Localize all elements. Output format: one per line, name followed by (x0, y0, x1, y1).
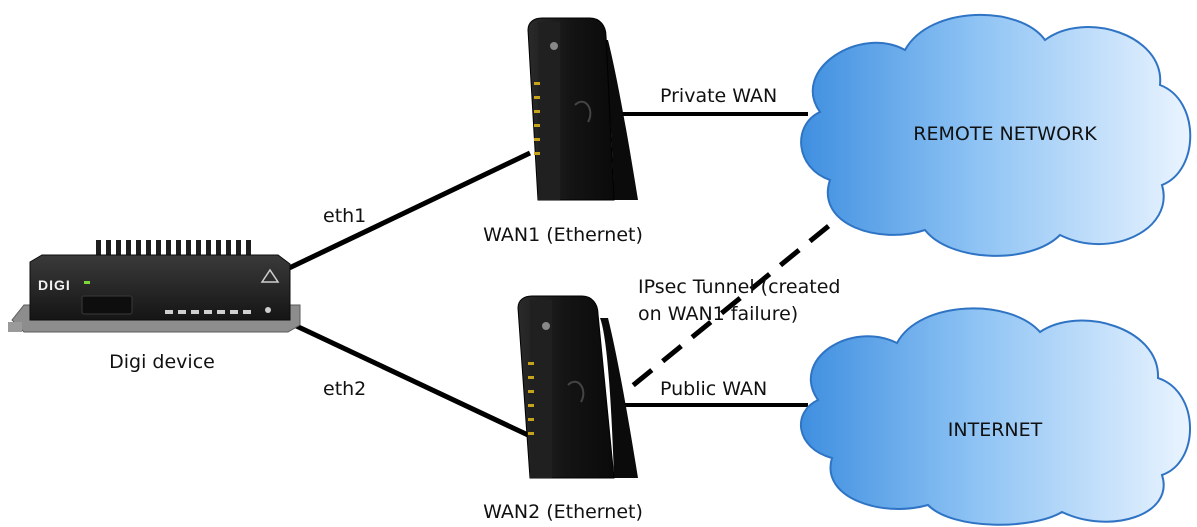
digi-device: DIGI (8, 240, 301, 333)
private-wan-label: Private WAN (660, 85, 778, 107)
ipsec-tunnel-link (618, 200, 860, 398)
eth2-link (288, 320, 530, 438)
ipsec-tunnel-label-line1: IPsec Tunnel (created (638, 276, 841, 298)
internet-label: INTERNET (947, 419, 1043, 441)
wan2-modem (517, 295, 638, 479)
wan1-modem (527, 17, 638, 201)
digi-device-label: Digi device (109, 351, 215, 373)
digi-brand-logo: DIGI (38, 277, 71, 293)
wan2-label: WAN2 (Ethernet) (483, 501, 643, 523)
eth1-link (283, 150, 532, 273)
internet-cloud (799, 307, 1191, 526)
eth2-label: eth2 (323, 378, 367, 400)
wan1-label: WAN1 (Ethernet) (483, 224, 643, 246)
remote-network-label: REMOTE NETWORK (913, 123, 1097, 145)
public-wan-label: Public WAN (660, 378, 768, 400)
eth1-label: eth1 (323, 205, 367, 227)
remote-network-cloud (800, 14, 1192, 257)
ipsec-tunnel-label-line2: on WAN1 failure) (638, 303, 799, 325)
